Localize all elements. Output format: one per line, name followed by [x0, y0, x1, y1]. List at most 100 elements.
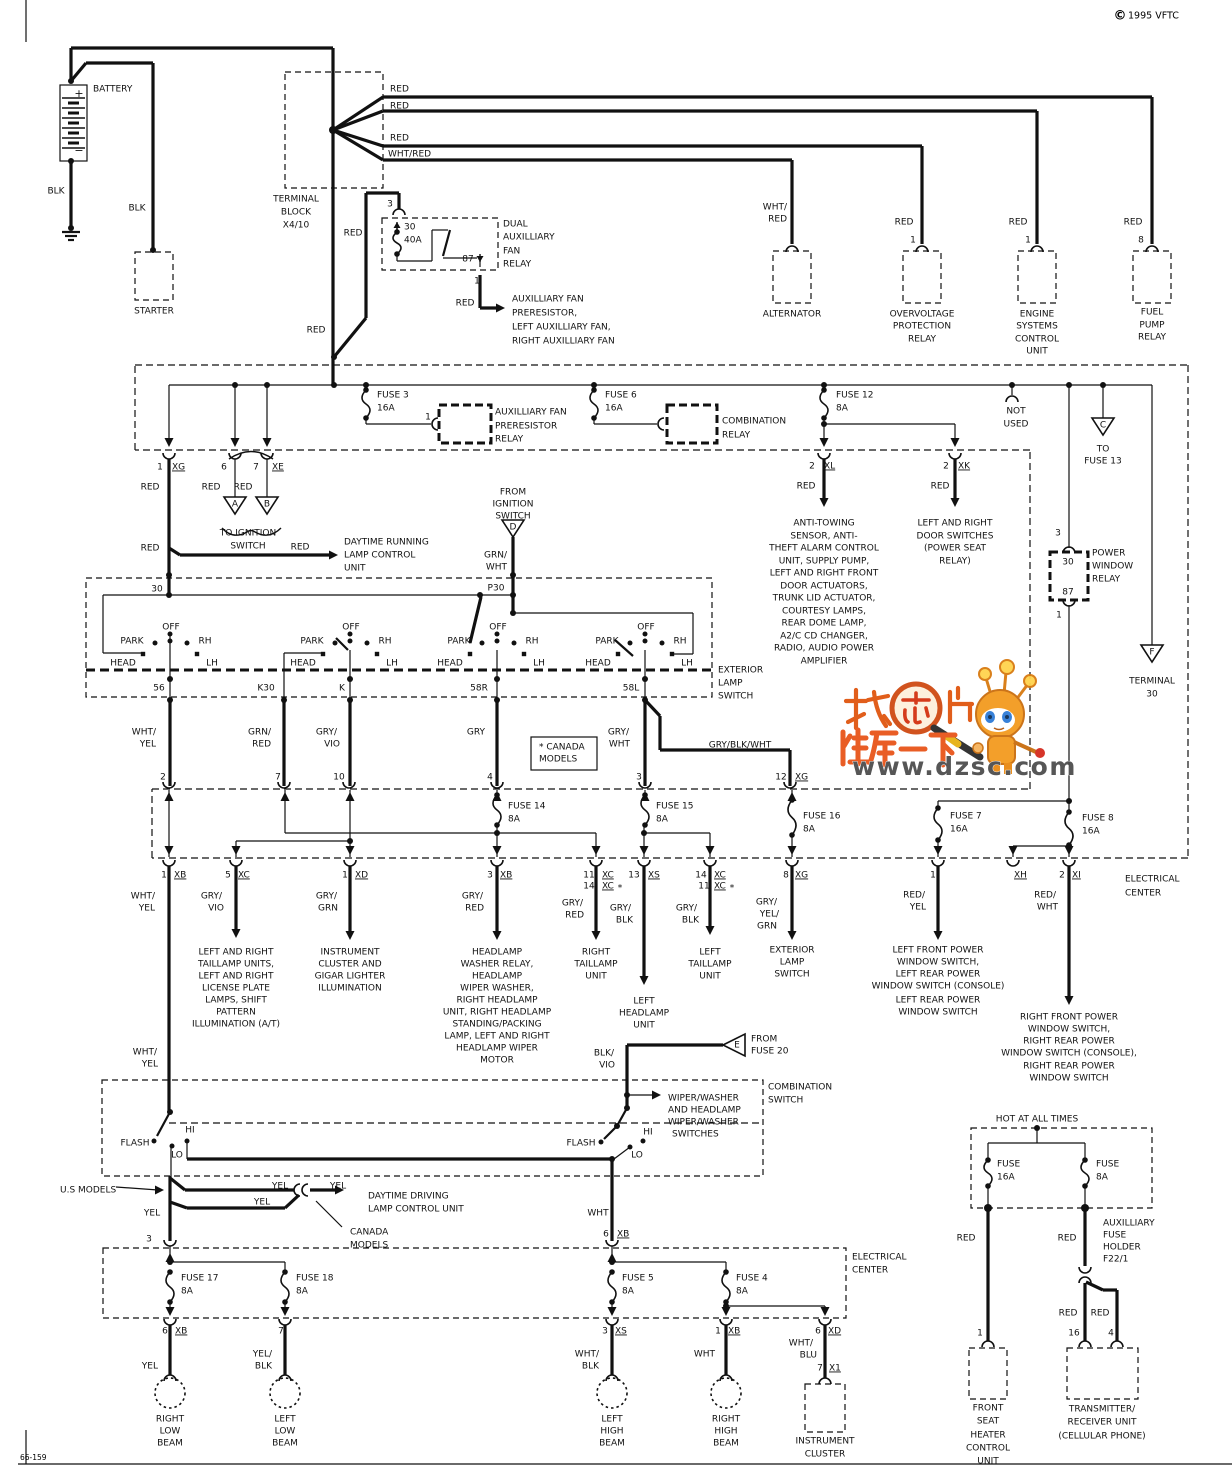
junction-dot	[167, 697, 173, 703]
connector-arc	[163, 1239, 177, 1247]
connector-arc	[785, 859, 799, 867]
diagram-label: COURTESY LAMPS,	[782, 607, 866, 617]
diagram-label: LEFT REAR POWER	[896, 996, 981, 1006]
diagram-label: LO	[631, 1151, 643, 1161]
diagram-label: UNIT, RIGHT HEADLAMP	[443, 1008, 552, 1018]
wire-heavy	[332, 316, 368, 359]
diagram-label: GRY	[467, 728, 486, 738]
diagram-label: 1	[425, 413, 431, 423]
junction-dot	[642, 697, 648, 703]
diagram-label: STARTER	[134, 307, 174, 317]
fuse-end	[935, 837, 941, 843]
diagram-label: XK	[958, 462, 971, 472]
diagram-label: *	[730, 884, 735, 894]
diagram-label: RED	[1059, 1309, 1078, 1319]
connector-arc	[1006, 859, 1020, 867]
junction-dot	[167, 631, 173, 637]
component-box	[381, 217, 499, 271]
diagram-label: WINDOW SWITCH (CONSOLE)	[872, 982, 1005, 992]
diagram-label: TRANSMITTER/	[1068, 1405, 1136, 1415]
component-box	[968, 1347, 1008, 1400]
diagram-label: LEFT	[601, 1415, 623, 1425]
connector-arc	[981, 1340, 995, 1348]
junction-dot	[479, 640, 485, 646]
diagram-label: PARK	[300, 637, 324, 647]
diagram-label: 3	[146, 1235, 152, 1245]
connector-arc	[948, 452, 962, 460]
diagram-label: 6	[603, 1230, 609, 1240]
diagram-label: WHT	[587, 1209, 609, 1219]
diagram-label: LEFT AND RIGHT	[199, 948, 274, 958]
junction-dot	[641, 830, 647, 836]
diagram-label: BATTERY	[93, 85, 133, 95]
component-box	[902, 250, 942, 304]
diagram-label: HEADLAMP WIPER	[456, 1044, 538, 1054]
diagram-label: UNIT	[1026, 347, 1048, 357]
junction-dot	[1034, 1125, 1040, 1131]
junction-dot	[363, 382, 369, 388]
pin-arrow-head	[393, 222, 401, 228]
diagram-label: GRN	[757, 922, 777, 932]
arrowhead	[819, 438, 829, 447]
diagram-label: WINDOW SWITCH (CONSOLE),	[1001, 1049, 1137, 1059]
junction-dot	[821, 382, 827, 388]
junction-dot	[1081, 1204, 1089, 1212]
junction-dot	[510, 572, 516, 578]
junction-dot	[150, 247, 156, 253]
diagram-label: XB	[617, 1230, 629, 1240]
arrowhead	[345, 846, 355, 855]
diagram-label: P30	[488, 584, 505, 594]
watermark-cn-xin	[901, 691, 931, 725]
arrowhead	[787, 931, 797, 940]
fuse-symbol	[492, 794, 502, 826]
connector-arc	[431, 417, 439, 431]
connector-arc	[1078, 1276, 1092, 1284]
diagram-label: RED	[141, 544, 160, 554]
diagram-label: YEL	[141, 1060, 158, 1070]
diagram-label: F22/1	[1103, 1255, 1128, 1265]
junction-dot	[598, 1139, 604, 1145]
diagram-label: RECEIVER UNIT	[1068, 1418, 1137, 1428]
fuse-symbol	[933, 807, 943, 841]
diagram-label: GRY/	[608, 728, 630, 738]
connector-arc	[162, 859, 176, 867]
diagram-label: 8A	[508, 815, 521, 825]
diagram-label: 1	[930, 871, 936, 881]
component-box	[102, 1247, 847, 1319]
junction-dot	[821, 421, 827, 427]
diagram-label: FUSE 13	[1084, 457, 1121, 467]
junction-dot	[167, 676, 173, 682]
diagram-label: AUXILLIARY FAN	[512, 295, 584, 305]
junction-dot	[151, 1138, 157, 1144]
diagram-label: THEFT ALARM CONTROL	[768, 544, 879, 554]
diagram-label: 1	[474, 277, 480, 287]
diagram-label: GRY/	[610, 904, 632, 914]
diagram-label: GRN/	[248, 728, 272, 738]
diagram-label: ILLUMINATION	[318, 984, 381, 994]
component-box	[665, 403, 719, 445]
diagram-label: 16A	[377, 404, 395, 414]
diagram-label: BEAM	[713, 1439, 739, 1449]
diagram-label: YEL	[138, 904, 155, 914]
diagram-label: LICENSE PLATE	[202, 984, 270, 994]
diagram-label: 8A	[803, 825, 816, 835]
diagram-label: RED	[1091, 1309, 1110, 1319]
diagram-label: SEAT	[977, 1417, 1000, 1427]
wire-heavy	[643, 698, 662, 718]
diagram-label: GRY/	[462, 892, 484, 902]
arrowhead	[1008, 846, 1018, 855]
junction-dot	[609, 1156, 615, 1162]
diagram-label: BLK	[582, 1362, 600, 1372]
diagram-label: XB	[728, 1327, 740, 1337]
diagram-label: XB	[175, 1327, 187, 1337]
diagram-label: FUSE 3	[377, 391, 409, 401]
diagram-label: YEL/	[759, 910, 780, 920]
diagram-label: GRY/	[316, 892, 338, 902]
diagram-label: RH	[378, 637, 391, 647]
connector-arc	[163, 1318, 177, 1326]
diagram-label: K30	[257, 684, 275, 694]
diagram-label: 8	[783, 871, 789, 881]
arrowhead	[787, 846, 797, 855]
fuse-end	[821, 415, 827, 421]
diagram-label: GRY/	[201, 892, 223, 902]
